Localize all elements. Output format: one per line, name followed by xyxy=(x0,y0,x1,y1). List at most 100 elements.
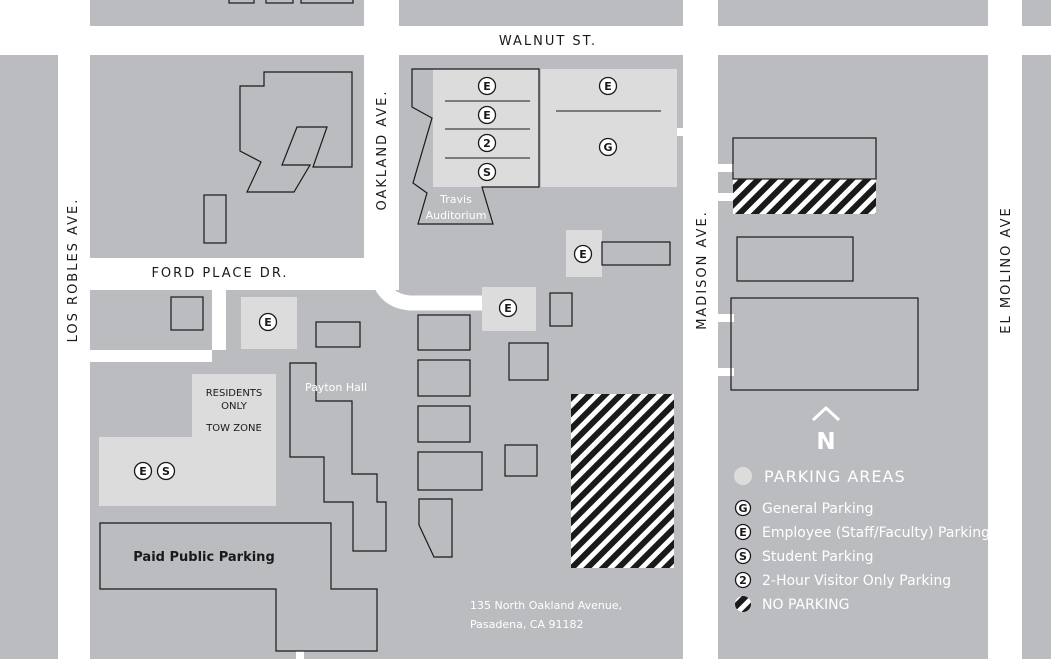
north-label: N xyxy=(816,429,835,455)
svg-text:2: 2 xyxy=(483,137,491,150)
marker-e-travis-1: E xyxy=(477,76,497,96)
marker-s-travis: S xyxy=(477,162,497,182)
driveway-east-3 xyxy=(712,314,734,322)
parking-lot-travis-west xyxy=(433,69,539,187)
building-center-c xyxy=(417,359,471,397)
driveway-east-4 xyxy=(712,368,734,376)
legend-title: PARKING AREAS xyxy=(764,467,906,486)
label-los-robles-ave: LOS ROBLES AVE. xyxy=(66,198,81,343)
legend-label-employee: Employee (Staff/Faculty) Parking xyxy=(762,525,990,541)
lot-dividers xyxy=(445,100,661,159)
parking-markers: E E 2 S E G E E E E S xyxy=(133,76,618,481)
label-only: ONLY xyxy=(221,401,248,412)
building-paid-public-parking xyxy=(99,522,378,652)
svg-text:E: E xyxy=(604,80,612,93)
building-center-b xyxy=(417,314,471,351)
roads xyxy=(296,128,734,659)
driveway-east-1 xyxy=(712,164,734,172)
legend-symbol-e: E xyxy=(734,523,752,541)
building-madison-garage xyxy=(601,241,671,266)
legend-label-general: General Parking xyxy=(762,501,874,517)
building-northwest xyxy=(239,71,353,193)
marker-e-madison: E xyxy=(573,244,593,264)
block-top-far-right xyxy=(1022,0,1051,26)
building-top-b xyxy=(265,0,294,4)
building-madison-north xyxy=(732,137,877,180)
legend-no-parking-hatch-icon xyxy=(735,596,751,612)
no-parking-zone-center xyxy=(571,394,674,568)
legend: PARKING AREAS G General Parking E Employ… xyxy=(734,467,990,613)
building-madison-mid xyxy=(736,236,854,282)
marker-2-travis: 2 xyxy=(477,133,497,153)
svg-text:E: E xyxy=(483,109,491,122)
north-arrow: N xyxy=(811,405,841,455)
building-center-h xyxy=(549,292,573,327)
marker-s-residents: S xyxy=(156,461,176,481)
label-oakland-ave: OAKLAND AVE. xyxy=(375,89,390,210)
svg-text:E: E xyxy=(264,316,272,329)
marker-e-west: E xyxy=(258,312,278,332)
building-square-ford xyxy=(170,296,204,331)
block-top-right xyxy=(718,0,988,26)
label-tow-zone: TOW ZONE xyxy=(205,423,262,434)
marker-e-travis-2: E xyxy=(477,105,497,125)
label-ford-place-dr: FORD PLACE DR. xyxy=(151,266,288,281)
svg-text:S: S xyxy=(739,550,747,563)
ford-place-road xyxy=(368,257,482,311)
no-parking-zone-madison xyxy=(733,179,876,214)
street-labels: WALNUT ST. FORD PLACE DR. OAKLAND AVE. L… xyxy=(66,34,1014,342)
label-madison-ave: MADISON AVE. xyxy=(695,210,710,330)
parking-area-swatch-icon xyxy=(734,467,752,485)
block-upper-left xyxy=(90,55,364,258)
marker-e-east-lot: E xyxy=(598,76,618,96)
legend-symbol-2: 2 xyxy=(734,571,752,589)
svg-text:2: 2 xyxy=(739,574,747,587)
address-line-1: 135 North Oakland Avenue, xyxy=(470,599,622,612)
label-payton-hall: Payton Hall xyxy=(305,381,367,394)
marker-g-east-lot: G xyxy=(598,137,618,157)
label-travis-1: Travis xyxy=(439,193,472,206)
block-far-right xyxy=(1022,55,1051,659)
block-mid-left xyxy=(90,290,212,350)
svg-text:E: E xyxy=(504,302,512,315)
building-center-g xyxy=(504,444,538,477)
building-top-c xyxy=(300,0,354,4)
marker-e-residents: E xyxy=(133,461,153,481)
marker-e-ford-place: E xyxy=(498,298,518,318)
building-payton-hall xyxy=(289,362,387,552)
svg-text:S: S xyxy=(162,465,170,478)
building-travis-auditorium xyxy=(411,68,540,225)
block-right xyxy=(718,55,988,659)
label-travis-2: Auditorium xyxy=(426,209,487,222)
block-top-left xyxy=(90,0,364,26)
building-center-a xyxy=(315,321,361,348)
legend-symbol-s: S xyxy=(734,547,752,565)
driveway-bottom xyxy=(296,651,304,659)
label-residents: RESIDENTS xyxy=(206,388,263,399)
svg-text:G: G xyxy=(603,141,612,154)
label-el-molino-ave: EL MOLINO AVE xyxy=(999,206,1014,333)
label-paid-public-parking: Paid Public Parking xyxy=(133,550,275,565)
svg-text:E: E xyxy=(579,248,587,261)
legend-label-visitor: 2-Hour Visitor Only Parking xyxy=(762,573,951,589)
driveway-madison-1 xyxy=(677,128,689,136)
svg-text:E: E xyxy=(739,526,747,539)
building-trapezoid xyxy=(418,498,453,558)
legend-symbol-g: G xyxy=(734,499,752,517)
building-center-f xyxy=(508,342,549,381)
label-walnut-st: WALNUT ST. xyxy=(499,34,597,49)
building-small-west xyxy=(203,194,227,244)
legend-label-no-parking: NO PARKING xyxy=(762,597,849,613)
svg-text:E: E xyxy=(483,80,491,93)
north-chevron-icon xyxy=(811,405,841,422)
address-line-2: Pasadena, CA 91182 xyxy=(470,618,584,631)
block-far-left xyxy=(0,55,58,659)
block-top-center xyxy=(399,0,683,26)
building-labels: Travis Auditorium Payton Hall RESIDENTS … xyxy=(133,193,622,631)
svg-text:G: G xyxy=(738,502,747,515)
building-center-e xyxy=(417,451,483,491)
building-center-d xyxy=(417,405,471,443)
